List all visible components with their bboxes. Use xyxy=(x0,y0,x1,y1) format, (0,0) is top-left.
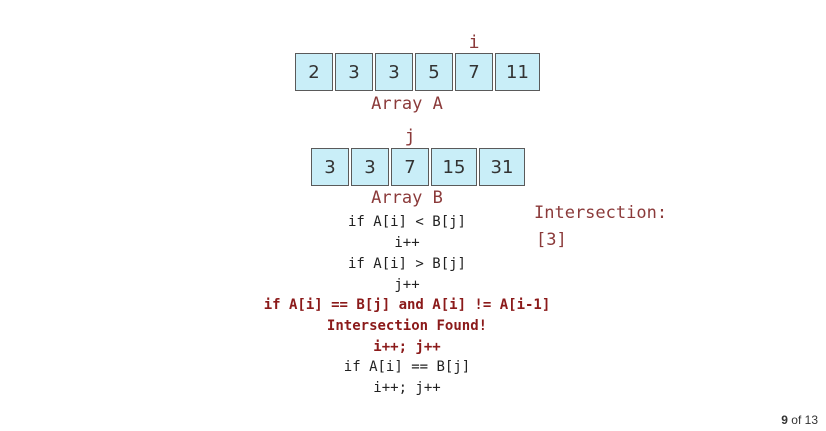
array_a-cell-0: 2 xyxy=(295,53,333,91)
array_b-cell-2: 7 xyxy=(391,148,429,186)
code-line-0: if A[i] < B[j] xyxy=(347,214,466,230)
array_a-cell-1: 3 xyxy=(335,53,373,91)
code-line-2: if A[i] > B[j] xyxy=(347,256,466,272)
array_b-cell-0: 3 xyxy=(311,148,349,186)
pointer-i-label: i xyxy=(468,32,480,53)
code-line-3: j++ xyxy=(394,277,420,293)
array-b-label: Array B xyxy=(371,188,443,208)
array_b-cell-3: 15 xyxy=(431,148,477,186)
intersection-title: Intersection: xyxy=(534,203,668,223)
array_a-cell-4: 7 xyxy=(455,53,493,91)
array_a-cell-2: 3 xyxy=(375,53,413,91)
array_a-cell-3: 5 xyxy=(415,53,453,91)
page-separator: of xyxy=(791,413,802,427)
code-line-5: Intersection Found! xyxy=(326,318,488,334)
code-line-1: i++ xyxy=(394,235,420,251)
array_b-cell-1: 3 xyxy=(351,148,389,186)
page-total: 13 xyxy=(804,413,818,427)
page-counter: 9 of 13 xyxy=(781,413,818,427)
code-line-7: if A[i] == B[j] xyxy=(343,359,471,375)
code-line-8: i++; j++ xyxy=(373,380,441,396)
intersection-value: [3] xyxy=(536,230,567,250)
code-line-6: i++; j++ xyxy=(373,339,441,355)
code-line-4: if A[i] == B[j] and A[i] != A[i-1] xyxy=(263,297,551,313)
array-a-label: Array A xyxy=(371,94,443,114)
page-current: 9 xyxy=(781,413,788,427)
pointer-j-label: j xyxy=(404,126,416,147)
array_b-cell-4: 31 xyxy=(479,148,525,186)
array_a-cell-5: 11 xyxy=(495,53,540,91)
